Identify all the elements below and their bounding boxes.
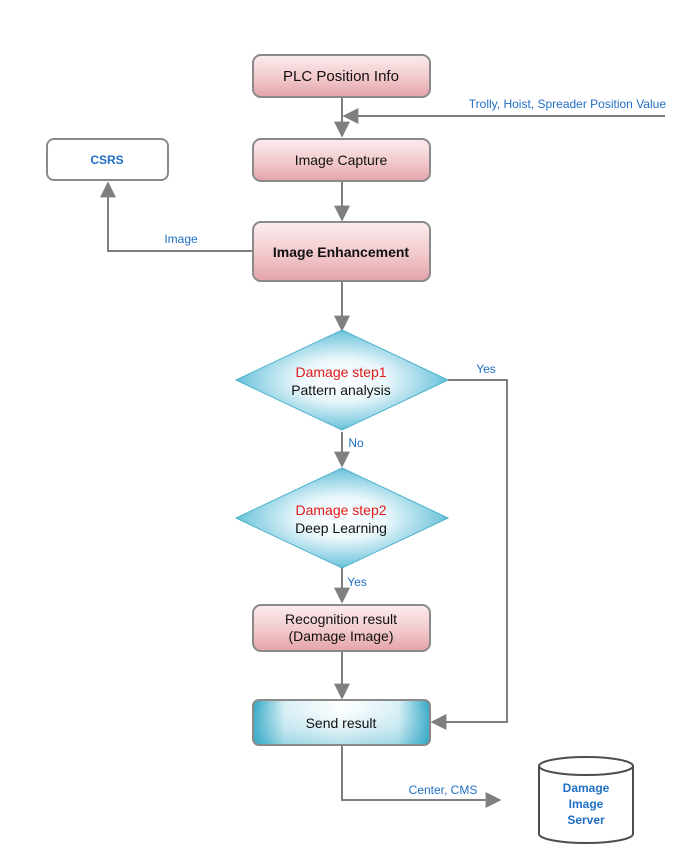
arrow-enhancement-to-csrs [100, 181, 253, 252]
image-edge-label: Image [164, 232, 198, 246]
node-plc-position: PLC Position Info [252, 54, 431, 98]
node-damage-step1: Damage step1 Pattern analysis [234, 329, 450, 431]
step1-subtitle: Pattern analysis [291, 382, 391, 398]
connectors [100, 97, 665, 808]
process-box [252, 604, 431, 652]
node-image-capture: Image Capture [252, 138, 431, 182]
database-cylinder [538, 766, 634, 844]
send-box-shade [254, 701, 429, 744]
no-edge-label-step1: No [348, 436, 364, 450]
step2-subtitle: Deep Learning [295, 520, 387, 536]
node-recognition-result: Recognition result (Damage Image) [252, 604, 431, 652]
server-line1: Damage [563, 781, 610, 795]
edge-labels: Trolly, Hoist, Spreader Position Value I… [164, 97, 666, 797]
recognition-line1: Recognition result [285, 611, 397, 627]
recognition-line2: (Damage Image) [288, 628, 393, 644]
csrs-box [46, 138, 169, 181]
center-cms-label: Center, CMS [409, 783, 478, 797]
decision-diamond [234, 329, 450, 431]
yes-edge-label-step2: Yes [347, 575, 367, 589]
node-send-result: Send result [252, 699, 431, 746]
plc-position-label: PLC Position Info [283, 68, 399, 85]
process-box [252, 54, 431, 98]
node-damage-image-server: Damage Image Server [538, 756, 634, 844]
decision-diamond [234, 467, 450, 569]
image-enhancement-label: Image Enhancement [273, 244, 409, 260]
step1-title: Damage step1 [295, 364, 386, 380]
process-box [252, 221, 431, 282]
node-image-enhancement: Image Enhancement [252, 221, 431, 282]
send-result-label: Send result [306, 715, 377, 731]
server-line3: Server [567, 813, 605, 827]
csrs-label: CSRS [90, 153, 123, 167]
position-value-label: Trolly, Hoist, Spreader Position Value [469, 97, 667, 111]
arrow-send-to-server [341, 746, 502, 808]
node-damage-step2: Damage step2 Deep Learning [234, 467, 450, 569]
server-line2: Image [569, 797, 604, 811]
arrow-step1-yes-to-send [430, 379, 508, 730]
node-csrs: CSRS [46, 138, 169, 181]
process-box [252, 138, 431, 182]
yes-edge-label-step1: Yes [476, 362, 496, 376]
step2-title: Damage step2 [295, 502, 386, 518]
image-capture-label: Image Capture [295, 152, 388, 168]
database-top [538, 756, 634, 776]
